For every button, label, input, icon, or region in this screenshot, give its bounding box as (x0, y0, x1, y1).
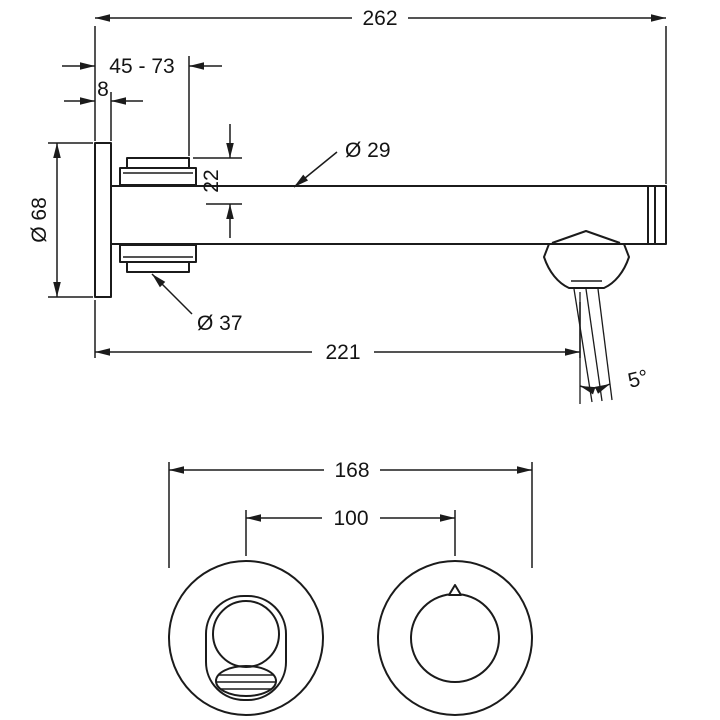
dim-label-overall-length: 262 (362, 7, 397, 30)
dim-label-spout-reach: 221 (325, 341, 360, 364)
spout-tube (110, 185, 667, 245)
wall-plate (94, 142, 112, 298)
dia-label-escutcheon: Ø 68 (28, 197, 51, 243)
dim-plate-thickness: 8 (64, 78, 143, 141)
angle-label-stream: 5° (626, 366, 651, 393)
leader-line (293, 151, 338, 188)
dia-label-base: Ø 37 (197, 312, 243, 335)
aerator-nozzle (543, 230, 630, 289)
leader-base-diameter: Ø 37 (151, 273, 243, 335)
stream-left-edge (573, 288, 593, 403)
upper-connector (119, 157, 197, 186)
dim-label-plate-thickness: 8 (97, 78, 109, 101)
lower-connector-lip (126, 261, 190, 273)
dim-vertical-offset: 22 (193, 124, 242, 238)
nozzle-housing (543, 243, 630, 289)
dim-label-center-distance: 100 (333, 507, 368, 530)
side-view (94, 142, 667, 404)
handle-escutcheon-front (377, 560, 533, 716)
aerator-grille (215, 665, 277, 697)
spout-escutcheon-front (168, 560, 324, 716)
dia-label-spout: Ø 29 (345, 139, 391, 162)
leader-spout-diameter: Ø 29 (293, 139, 391, 188)
dim-escutcheon-diameter: Ø 68 (28, 142, 93, 298)
stream-right-edge (597, 288, 613, 401)
handle-ring (410, 593, 500, 683)
spout-front-circle (212, 600, 280, 668)
handle-index-notch (448, 584, 462, 596)
dim-mounting-depth: 45 - 73 (62, 55, 222, 156)
upper-connector-lip (126, 157, 190, 169)
dim-center-distance: 100 (245, 507, 456, 556)
dim-overall-length: 262 (95, 7, 667, 184)
nozzle-back-edge (551, 230, 621, 244)
aerator-slot (215, 665, 277, 697)
leader-line (151, 273, 193, 315)
lower-connector-body (119, 244, 197, 263)
upper-connector-body (119, 167, 197, 186)
lower-connector (119, 244, 197, 273)
dim-spout-reach: 221 (95, 302, 581, 364)
dim-label-vertical-offset: 22 (200, 169, 223, 192)
dim-stream-angle: 5° (579, 366, 651, 395)
angle-arc (579, 383, 611, 395)
stream-center-line (585, 288, 603, 402)
dim-label-front-width: 168 (334, 459, 369, 482)
dim-label-mounting-depth: 45 - 73 (109, 55, 174, 78)
front-view (168, 560, 533, 716)
dim-front-width: 168 (168, 459, 533, 568)
